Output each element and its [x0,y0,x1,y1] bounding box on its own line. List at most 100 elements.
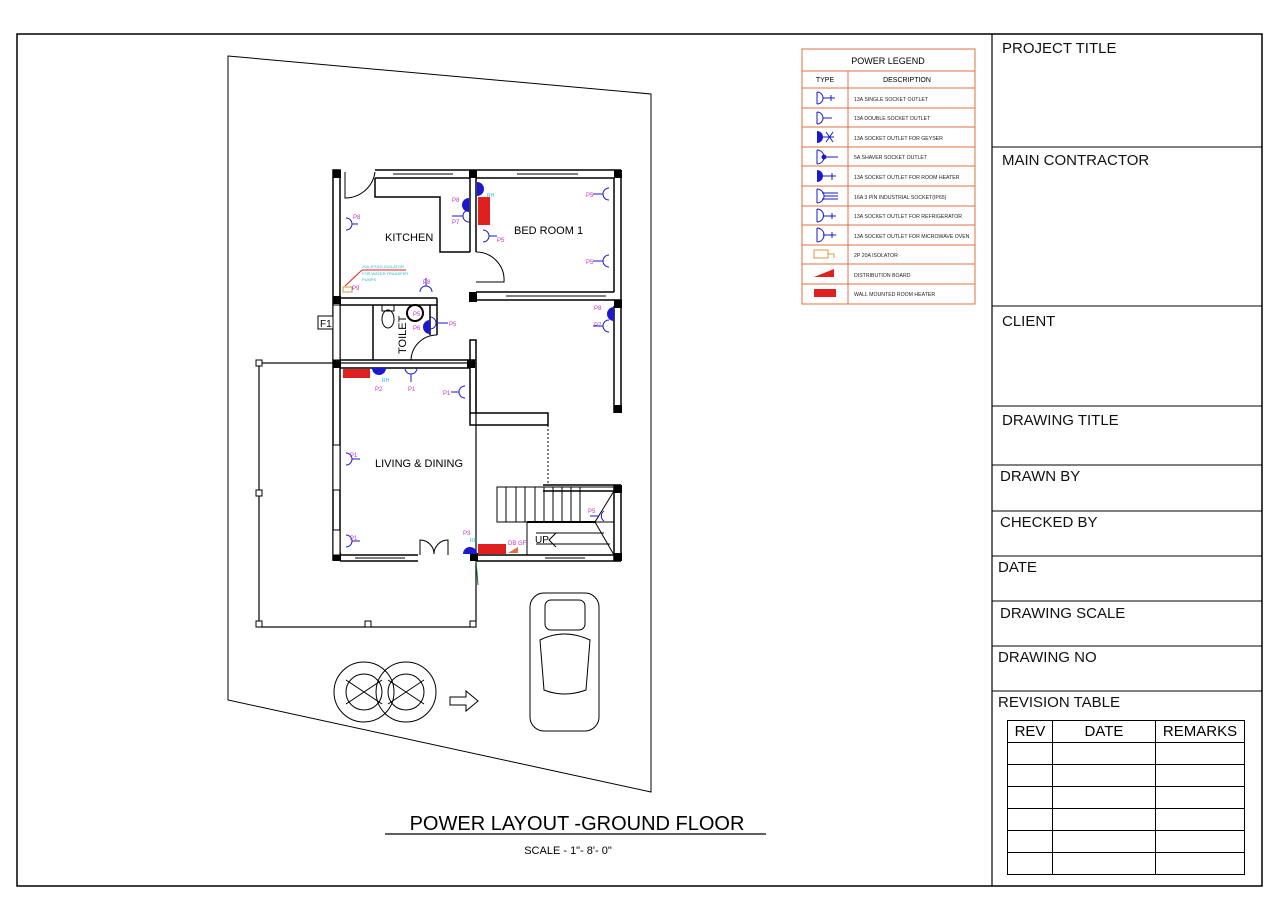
room-heaters [343,197,506,554]
remarks-cell [1155,830,1245,853]
annotation-line: PUMPS [362,277,377,282]
single-socket-icon [816,91,835,105]
db-label: DB GF [508,541,527,547]
annotation-line: 20A 2POLE ISOLATOR [362,264,404,269]
socket-label: P5 [497,238,505,244]
rev-cell [1007,852,1053,875]
isolator-annotation: 20A 2POLE ISOLATOR FOR WATER TRANSFER PU… [362,264,408,282]
distribution-board-icon [508,547,518,553]
legend-item: WALL MOUNTED ROOM HEATER [854,292,935,298]
wall-columns [333,170,622,561]
title-block-lines [992,146,1262,692]
date-label: DATE [998,559,1037,576]
room-label-living: LIVING & DINING [375,458,463,470]
legend-item: 13A SOCKET OUTLET FOR MICROWAVE OVEN [854,234,970,240]
room-heater-icon [343,369,370,378]
legend-item: 2P 20A ISOLATOR [854,253,898,259]
room-heater-icon [478,544,506,554]
sheet-border [16,33,1263,887]
f1-label: F1 [320,319,332,330]
legend-item: 13A SOCKET OUTLET FOR REFRIGERATOR [854,214,962,220]
socket-label: P3 [463,531,471,537]
room-label-kitchen: KITCHEN [385,232,433,244]
stairs-up-label: UP [535,535,549,546]
socket-label: P7 [452,220,460,226]
socket-label: P1 [350,536,358,542]
table-row [1007,786,1245,809]
isolator-leader [344,269,363,287]
legend-item: 13A SOCKET OUTLET FOR GEYSER [854,136,943,142]
geyser-socket-icon [823,131,834,143]
socket-label: P5 [586,193,594,199]
socket-filled-symbols [372,182,614,554]
room-heater-socket-icon [823,173,836,180]
socket-label: P5 [449,322,457,328]
drawing-title-label: DRAWING TITLE [1002,412,1119,429]
industrial-socket-icon [816,188,838,204]
arrow-icon [449,689,479,713]
microwave-socket-icon [816,227,836,243]
legend-item: 13A SINGLE SOCKET OUTLET [854,97,929,103]
drawing-title: POWER LAYOUT -GROUND FLOOR [410,813,745,835]
socket-label: P5 [586,260,594,266]
socket-label: P5 [588,509,596,515]
socket-label: P2 [375,387,383,393]
legend-title: POWER LEGEND [851,56,925,66]
remarks-cell [1155,808,1245,831]
doors [344,171,505,555]
refrigerator-socket-icon [816,208,836,223]
rev-cell [1007,808,1053,831]
staircase [496,486,615,556]
rev-cell [1007,830,1053,853]
drawn-by-label: DRAWN BY [1000,468,1081,485]
table-row [1007,742,1245,765]
socket-label: P5 [413,312,421,318]
car-icon [529,592,600,732]
rev-cell [1007,742,1053,765]
power-legend: POWER LEGEND TYPE DESCRIPTION 13A SINGLE… [801,48,976,305]
shaver-socket-dot [821,154,827,160]
socket-label: P1 [408,387,416,393]
room-heater-socket-fill [817,170,823,182]
legend-item: 16A 3 PIN INDUSTRIAL SOCKET(IP65) [854,195,947,201]
revision-table-label: REVISION TABLE [998,694,1120,711]
socket-label: P1 [443,391,451,397]
supply-line [475,560,479,586]
client-label: CLIENT [1002,313,1056,330]
socket-label: P1 [350,453,358,459]
legend-item: DISTRIBUTION BOARD [854,273,911,279]
remarks-cell [1155,852,1245,875]
room-label-bedroom1: BED ROOM 1 [514,225,583,237]
date-cell [1052,786,1156,809]
socket-label: P6 [413,326,421,332]
rev-cell [1007,786,1053,809]
geyser-socket-fill [817,131,823,143]
rev-header: REV [1007,720,1053,743]
legend-col-description: DESCRIPTION [883,77,931,84]
room-heater-icon [478,197,490,225]
table-row [1007,764,1245,787]
drawing-scale-label: DRAWING SCALE [1000,605,1126,622]
table-row [1007,852,1245,875]
revision-table: REV DATE REMARKS [1007,720,1245,875]
remarks-cell [1155,786,1245,809]
project-title-label: PROJECT TITLE [1002,40,1117,57]
distribution-board-icon [814,269,834,277]
socket-symbols [345,187,610,548]
date-cell [1052,808,1156,831]
socket-label: P8 [423,280,431,286]
windows [332,173,606,559]
socket-label: P8 [594,306,602,312]
socket-label: P7 [594,323,602,329]
room-label-toilet: TOILET [397,315,409,354]
socket-labels: P8 P9 P8 P7 P5 P5 P5 P8 P7 P8 P5 P6 P5 P… [350,193,602,547]
tree-icon [333,661,437,723]
main-contractor-label: MAIN CONTRACTOR [1002,152,1150,169]
remarks-header: REMARKS [1155,720,1245,743]
checked-by-label: CHECKED BY [1000,514,1098,531]
room-heater-icon [814,289,836,297]
legend-item: 13A DOUBLE SOCKET OUTLET [854,116,931,122]
drawing-scale: SCALE - 1"- 8'- 0" [524,845,612,857]
table-row [1007,808,1245,831]
isolator-icon [342,286,353,293]
